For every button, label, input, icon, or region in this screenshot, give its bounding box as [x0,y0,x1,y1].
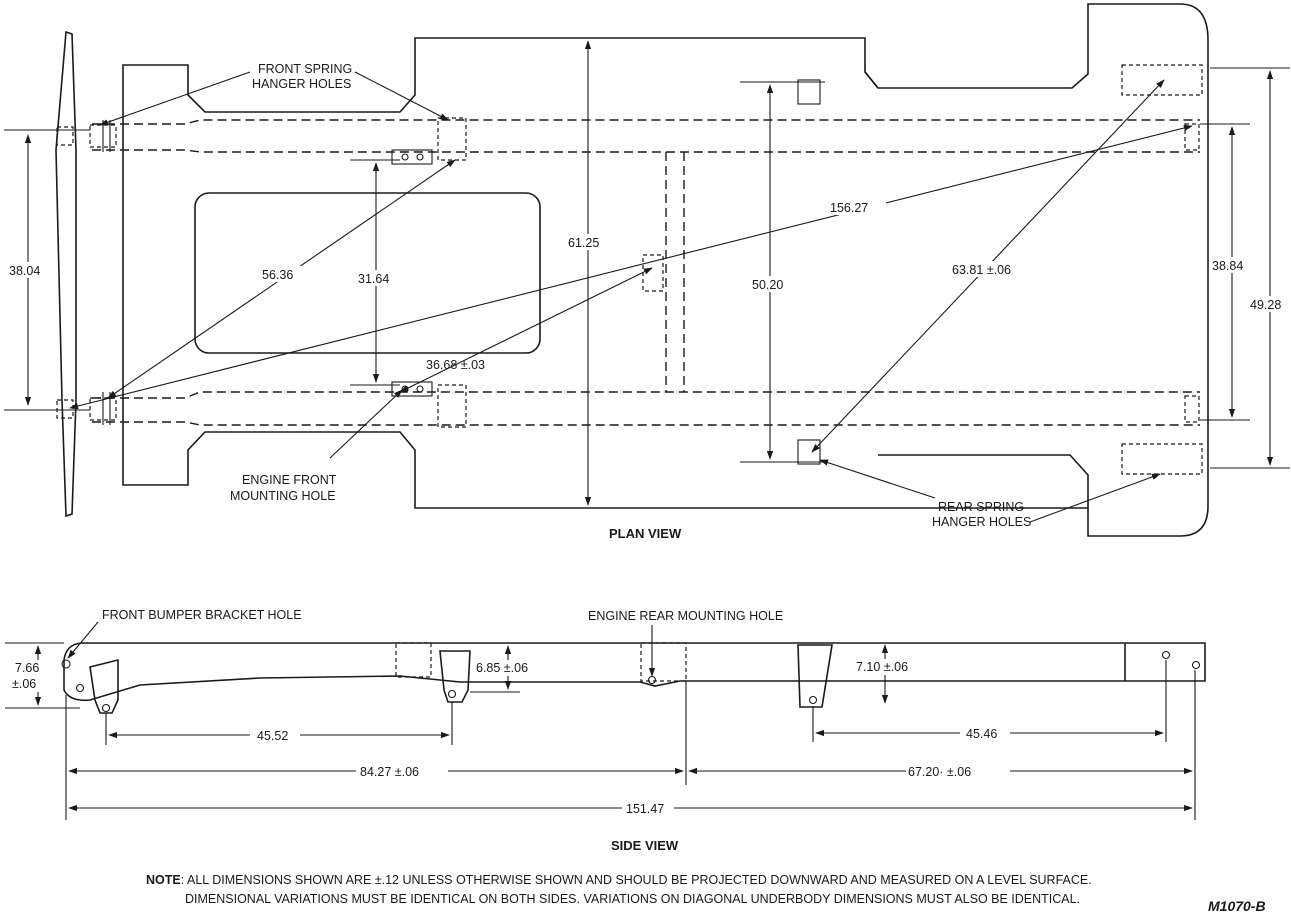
label-engine-rear-mounting-hole: ENGINE REAR MOUNTING HOLE [588,609,783,623]
dim-7-66-tol: ±.06 [12,677,36,691]
dim-line-6-85 [470,645,544,693]
front-bumper-bracket-hole [61,659,71,669]
dim-38-84: 38.84 [1212,259,1243,273]
dim-line-61-25 [565,40,611,506]
dim-67-20: 67.20· ±.06 [908,765,971,779]
front-bumper [55,30,77,518]
dim-63-81: 63.81 ±.06 [952,263,1011,277]
rear-floor-notch-upper [864,71,879,89]
rear-spring-hanger-bracket [797,644,833,708]
dim-31-64: 31.64 [358,272,389,286]
dim-56-36: 56.36 [262,268,293,282]
note-line-1-text: : ALL DIMENSIONS SHOWN ARE ±.12 UNLESS O… [181,873,1092,887]
engine-mount-upper-hole-2 [416,153,424,161]
engine-rear-mounting-hole [647,675,657,685]
note-line-1: NOTE: ALL DIMENSIONS SHOWN ARE ±.12 UNLE… [146,873,1092,887]
engine-mount-lower-hole-2 [416,385,424,393]
dim-line-67-20 [688,763,1193,779]
leader-front-spring-1 [99,71,251,126]
dim-7-66: 7.66 [15,661,39,675]
dim-line-84-27 [68,763,684,779]
rear-body-mount-upper [797,79,821,105]
dim-line-45-46 [815,725,1164,741]
side-rail-outline [63,642,1206,702]
right-side-rail [92,391,1200,426]
crossmember-mount [642,254,664,292]
dim-45-52: 45.52 [257,729,288,743]
dim-line-38-04 [4,129,90,411]
dim-6-85: 6.85 ±.06 [476,661,528,675]
front-spring-bracket-lower [56,392,117,425]
label-engine-front-mounting-line1: ENGINE FRONT [242,473,337,487]
dim-line-36-68 [399,267,653,393]
dim-line-49-28 [1210,67,1291,469]
note-block: NOTE: ALL DIMENSIONS SHOWN ARE ±.12 UNLE… [146,873,1092,906]
dim-49-28: 49.28 [1250,298,1281,312]
rear-spring-hanger-lower [1121,443,1203,475]
rear-rail-end-upper [1184,123,1200,151]
bracket-hole-2 [75,683,85,693]
plan-view: FRONT SPRING HANGER HOLES ENGINE FRONT M… [4,3,1291,541]
label-front-spring-hanger-line1: FRONT SPRING [258,62,352,76]
front-spring-hanger-rear-upper [437,117,467,161]
dim-line-7-66 [5,642,80,709]
note-prefix: NOTE [146,873,181,887]
leader-rear-spring-2 [1029,473,1161,523]
engine-front-mount-hole [447,689,457,699]
dim-line-151-47 [68,800,1193,816]
engine-mount-upper-hole [401,153,409,161]
rear-rail-hole-2 [1191,660,1201,670]
rear-rail-end-lower [1184,395,1200,423]
rear-floor-notch-lower [878,454,1089,508]
dim-7-10: 7.10 ±.06 [856,660,908,674]
dim-156-27: 156.27 [830,201,868,215]
front-bumper-bracket [89,658,119,714]
dim-50-20: 50.20 [752,278,783,292]
dim-151-47: 151.47 [626,802,664,816]
label-engine-front-mounting-line2: MOUNTING HOLE [230,489,336,503]
dim-line-7-10 [836,644,924,704]
bracket-hole-3 [101,703,111,713]
engine-mount-upper [391,149,433,165]
rear-spring-hanger-hole [808,695,818,705]
dim-84-27: 84.27 ±.06 [360,765,419,779]
dim-45-46: 45.46 [966,727,997,741]
label-rear-spring-hanger-line2: HANGER HOLES [932,515,1031,529]
leader-front-bumper [67,621,99,659]
rear-spring-hanger-upper [1121,64,1203,96]
label-rear-spring-hanger-line1: REAR SPRING [938,500,1024,514]
dim-61-25: 61.25 [568,236,599,250]
dim-36-68: 36.68 ±.03 [426,358,485,372]
leader-engine-front [329,389,403,459]
front-spring-bracket-upper [56,120,117,152]
rear-body-mount-lower [797,439,821,465]
engine-rear-mount [640,642,687,682]
floor-pan-outline [122,3,1209,537]
leader-rear-spring-1 [819,459,936,499]
side-view-title: SIDE VIEW [611,838,679,853]
side-view: FRONT BUMPER BRACKET HOLE ENGINE REAR MO… [5,608,1206,853]
rear-rail-hole-1 [1161,650,1171,660]
figure-id: M1070-B [1208,898,1266,914]
cross-member [665,152,685,392]
dim-line-38-84 [1200,123,1254,421]
plan-view-title: PLAN VIEW [609,526,682,541]
engine-front-mount-bracket [439,650,471,703]
ext-lines [65,660,1196,820]
leader-front-spring-2 [354,71,449,121]
left-side-rail [92,119,1200,153]
dim-line-50-20 [740,81,825,463]
spring-hanger-side [395,642,432,678]
dim-38-04: 38.04 [9,264,40,278]
dim-line-45-52 [108,727,450,743]
label-front-spring-hanger-line2: HANGER HOLES [252,77,351,91]
note-line-2: DIMENSIONAL VARIATIONS MUST BE IDENTICAL… [185,892,1080,906]
label-front-bumper-bracket-hole: FRONT BUMPER BRACKET HOLE [102,608,302,622]
